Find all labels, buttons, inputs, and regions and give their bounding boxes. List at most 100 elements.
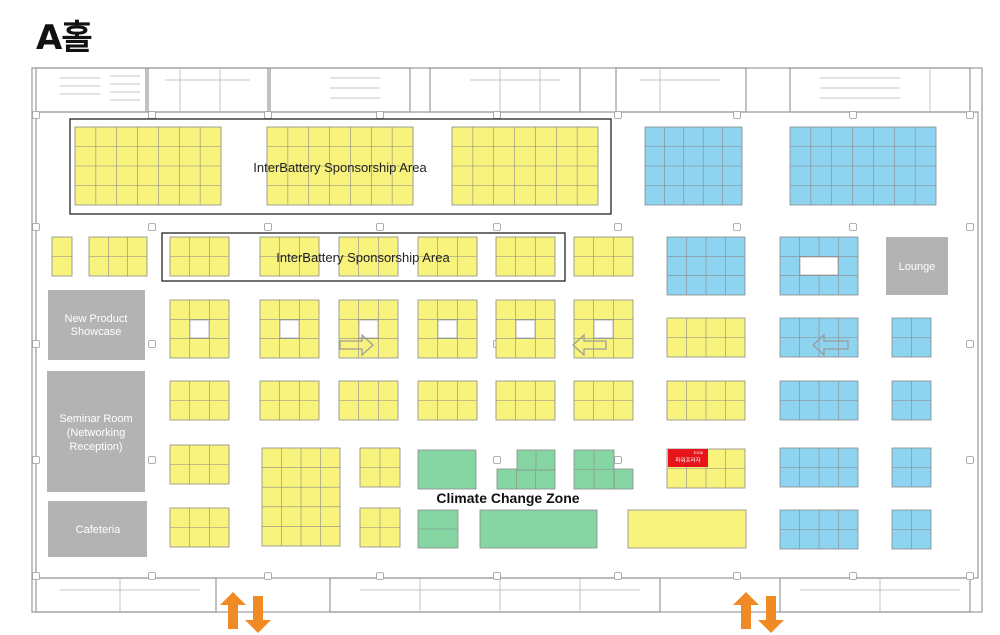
column-marker [376, 572, 384, 580]
blue-booth-block[interactable] [891, 317, 932, 358]
column-marker [32, 111, 40, 119]
booth-gap [189, 319, 210, 339]
booth-block[interactable] [627, 509, 747, 549]
sponsor-booth-block[interactable] [451, 126, 599, 206]
arrow-up-icon [220, 592, 246, 629]
entrance-arrows-left [220, 592, 271, 633]
entrance-arrows-right [733, 592, 784, 633]
column-marker [966, 223, 974, 231]
cafeteria-label: Cafeteria [76, 524, 122, 536]
green-booth-block[interactable] [496, 468, 556, 490]
blue-booth-block[interactable] [789, 126, 937, 206]
column-marker [264, 223, 272, 231]
seminar-room[interactable] [47, 371, 145, 492]
highlight-booth[interactable] [668, 449, 708, 467]
column-marker [733, 111, 741, 119]
booth-block[interactable] [573, 236, 634, 277]
booth-gap [279, 319, 300, 339]
booth-block[interactable] [169, 380, 230, 421]
column-marker [493, 456, 501, 464]
column-marker [264, 111, 272, 119]
column-marker [376, 111, 384, 119]
booth-block[interactable] [169, 507, 230, 548]
green-booth-block[interactable] [573, 449, 615, 490]
green-booth-block[interactable] [479, 509, 598, 549]
booth-block[interactable] [338, 380, 399, 421]
highlight-booth-name: 파워프라자 [675, 456, 700, 464]
booth-block[interactable] [417, 299, 478, 359]
wall-details [60, 68, 960, 612]
booth-block[interactable] [51, 236, 73, 277]
column-marker [614, 456, 622, 464]
blue-booth-block[interactable] [779, 236, 859, 296]
blue-booth-block[interactable] [891, 447, 932, 488]
column-marker [264, 572, 272, 580]
direction-arrows [339, 333, 849, 357]
green-booth-block-fill [496, 468, 556, 490]
lounge-room[interactable] [886, 237, 948, 295]
climate-change-zone-label: Climate Change Zone [436, 490, 579, 506]
new-product-showcase-room[interactable] [48, 290, 145, 360]
booth-block[interactable] [417, 236, 478, 277]
booth-block[interactable] [259, 380, 320, 421]
column-marker [849, 111, 857, 119]
arrow-down-icon [758, 596, 784, 633]
booth-gap [515, 319, 536, 339]
booth-block[interactable] [169, 236, 230, 277]
blue-booth-block[interactable] [891, 509, 932, 550]
booth-block[interactable] [573, 299, 634, 359]
column-marker [493, 223, 501, 231]
booth-block[interactable] [573, 380, 634, 421]
column-marker [376, 223, 384, 231]
sponsor-booth-block[interactable] [74, 126, 222, 206]
booth-block[interactable] [495, 380, 556, 421]
booth-block[interactable] [495, 236, 556, 277]
green-booth-block[interactable] [613, 468, 634, 490]
column-marker [493, 111, 501, 119]
green-booth-block[interactable] [417, 509, 459, 549]
blue-booth-block[interactable] [779, 380, 859, 421]
sponsorship-area-outline-1 [69, 118, 612, 215]
green-booth-block[interactable] [417, 449, 477, 490]
column-marker [493, 572, 501, 580]
booth-block[interactable] [359, 447, 401, 488]
column-marker [32, 456, 40, 464]
booth-blocks [51, 126, 937, 550]
column-marker [849, 572, 857, 580]
blue-booth-block[interactable] [779, 509, 859, 550]
blue-booth-block[interactable] [644, 126, 743, 206]
booth-gap [437, 319, 458, 339]
booth-block[interactable] [359, 507, 401, 548]
booth-block[interactable] [495, 299, 556, 359]
booth-block-fill [627, 509, 747, 549]
booth-block[interactable] [169, 299, 230, 359]
blue-booth-block[interactable] [891, 380, 932, 421]
sponsor-booth-block[interactable] [266, 126, 414, 206]
booth-block[interactable] [417, 380, 478, 421]
booth-block[interactable] [338, 236, 399, 277]
booth-block[interactable] [259, 236, 320, 277]
booth-block[interactable] [666, 317, 746, 358]
column-marker [614, 572, 622, 580]
column-marker [733, 223, 741, 231]
cafeteria-room[interactable] [48, 501, 147, 557]
booth-gap [593, 319, 614, 339]
column-marker [32, 223, 40, 231]
sponsorship-area-outline-2 [161, 232, 566, 282]
booth-block[interactable] [88, 236, 148, 277]
column-marker [614, 111, 622, 119]
booth-block[interactable] [666, 380, 746, 421]
booth-block[interactable] [259, 299, 320, 359]
column-marker [148, 456, 156, 464]
arrow-up-icon [733, 592, 759, 629]
column-marker [148, 223, 156, 231]
green-booth-block[interactable] [516, 449, 556, 471]
blue-booth-block[interactable] [779, 447, 859, 488]
booth-block[interactable] [261, 447, 341, 547]
booth-block[interactable] [169, 444, 230, 485]
rooms [47, 237, 948, 557]
sponsorship-area-label-1: InterBattery Sponsorship Area [253, 160, 427, 175]
blue-booth-block[interactable] [666, 236, 746, 296]
arrow-left-icon [812, 333, 849, 357]
